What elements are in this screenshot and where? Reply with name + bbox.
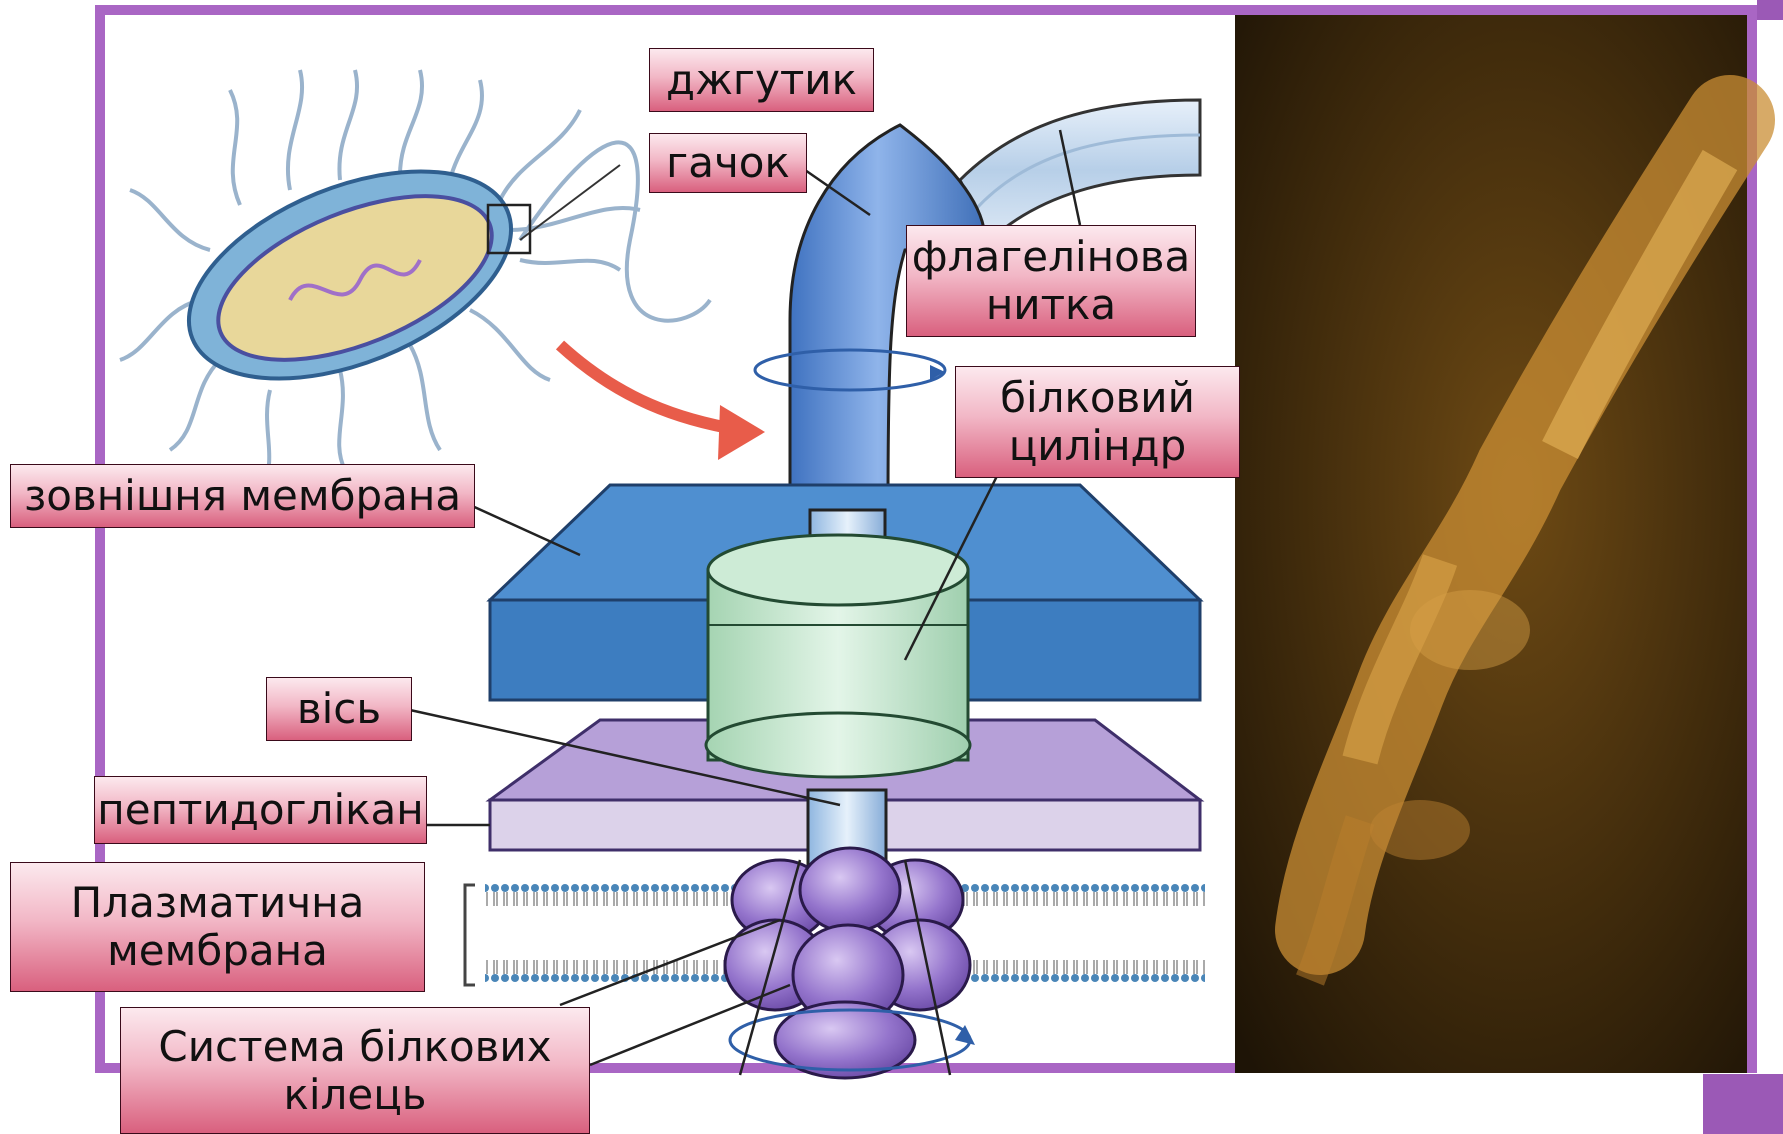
electron-micrograph (1235, 15, 1747, 1073)
label-plasma-membrane: Плазматична мембрана (10, 862, 425, 992)
label-filament: флагелінова нитка (906, 225, 1196, 337)
ring-system-shape (725, 848, 975, 1078)
label-ring-system: Система білкових кілець (120, 1007, 590, 1134)
label-protein-cylinder: білковий циліндр (955, 366, 1240, 478)
label-axis: вісь (266, 677, 412, 741)
label-outer-membrane: зовнішня мембрана (10, 464, 475, 528)
label-peptidoglycan: пептидоглікан (94, 776, 427, 844)
label-hook: гачок (649, 133, 807, 193)
protein-cylinder-shape (706, 510, 970, 777)
label-flagellum: джгутик (649, 48, 874, 112)
